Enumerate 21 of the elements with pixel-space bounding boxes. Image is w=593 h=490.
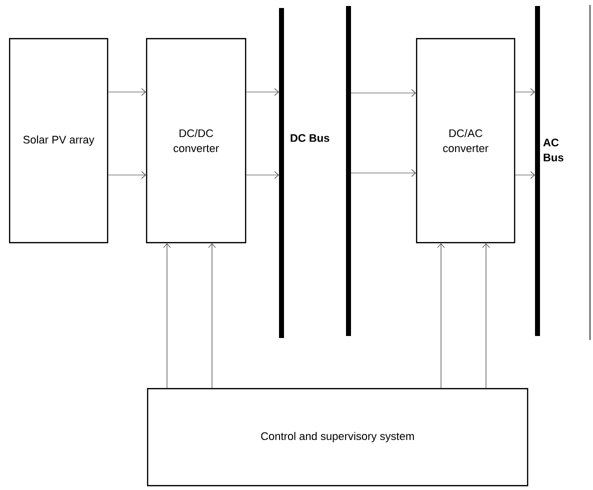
bus-bar (279, 8, 284, 338)
arrow (108, 88, 146, 96)
arrow (246, 88, 279, 96)
bus-label: DC Bus (290, 134, 330, 142)
arrow (482, 243, 490, 388)
arrow (514, 171, 536, 179)
converter-box: DC/AC converter (416, 38, 516, 244)
converter-box: DC/DC converter (146, 38, 246, 244)
converter-box: Solar PV array (9, 38, 108, 244)
arrow (437, 243, 445, 388)
bus-label: AC Bus (543, 138, 564, 162)
arrow (350, 169, 416, 177)
system-box: Control and supervisory system (147, 388, 528, 486)
arrow (163, 243, 171, 388)
arrow (246, 171, 279, 179)
bus-bar (346, 6, 351, 336)
arrow (514, 88, 536, 96)
bus-bar (535, 6, 540, 336)
arrow (208, 243, 216, 388)
arrow (350, 89, 416, 97)
arrow (108, 171, 146, 179)
